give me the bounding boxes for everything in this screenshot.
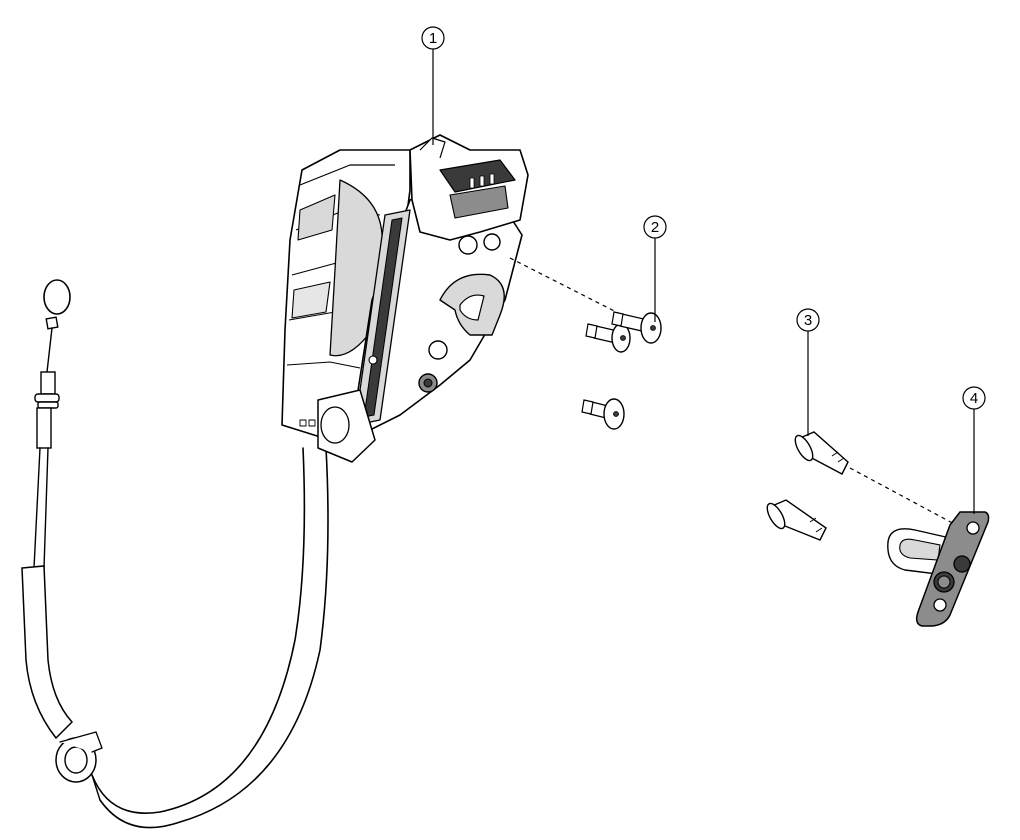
alignment-line xyxy=(849,467,959,527)
striker-bolts xyxy=(766,431,959,541)
latch-bolts xyxy=(509,257,662,430)
flange-bolt xyxy=(611,311,662,344)
flange-bolt xyxy=(581,398,625,430)
striker xyxy=(887,511,990,627)
latch-assembly xyxy=(281,134,529,463)
callout-label: 1 xyxy=(429,30,437,47)
countersunk-bolt xyxy=(794,431,849,475)
release-cable xyxy=(21,279,329,829)
callout-4: 4 xyxy=(962,386,986,514)
flange-bolt xyxy=(585,323,631,353)
callout-2: 2 xyxy=(643,215,667,322)
alignment-line xyxy=(509,257,629,319)
callout-label: 4 xyxy=(970,390,978,407)
callout-1: 1 xyxy=(421,26,445,145)
countersunk-bolt xyxy=(766,499,827,541)
cable-pull-loop xyxy=(43,279,71,315)
callout-label: 2 xyxy=(651,219,659,236)
callout-3: 3 xyxy=(796,308,820,436)
callout-label: 3 xyxy=(804,312,812,329)
